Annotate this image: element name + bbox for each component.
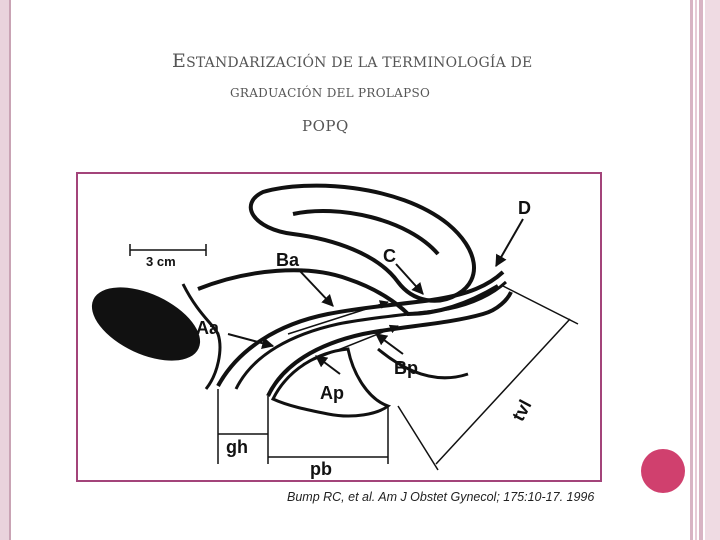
label-C: C <box>383 246 396 266</box>
citation: Bump RC, et al. Am J Obstet Gynecol; 175… <box>287 490 595 504</box>
tvl-dimension <box>435 318 571 465</box>
label-pb: pb <box>310 459 332 479</box>
label-Aa: Aa <box>196 318 220 338</box>
pubic-bone <box>91 287 201 361</box>
label-Ap: Ap <box>320 383 344 403</box>
C-pointer <box>395 263 424 295</box>
vaginal-tube-lower <box>234 280 508 390</box>
label-scale: 3 cm <box>146 254 176 269</box>
D-pointer <box>495 218 524 268</box>
Ba-pointer <box>297 268 334 307</box>
rectum-shape <box>270 347 392 418</box>
popq-diagram: D C Ba Aa Bp Ap tvl gh pb 3 cm <box>91 183 579 479</box>
inner-arrow-lower <box>302 324 399 365</box>
left-decor-bar <box>0 0 9 540</box>
label-Ba: Ba <box>276 250 300 270</box>
slide-title-line3: POPQ <box>302 117 349 135</box>
posterior-wall <box>266 291 513 397</box>
tvl-ext-upper <box>502 285 579 325</box>
perineum-curve <box>377 347 469 380</box>
Bp-pointer <box>375 333 404 355</box>
right-decor-bars <box>690 0 720 540</box>
Ap-pointer <box>315 355 341 375</box>
slide-title-line1: ESTANDARIZACIÓN DE LA TERMINOLOGÍA DE <box>172 50 533 72</box>
label-tvl: tvl <box>508 396 536 424</box>
label-Bp: Bp <box>394 358 418 378</box>
label-D: D <box>518 198 531 218</box>
Aa-pointer <box>227 333 275 350</box>
popq-diagram-frame: D C Ba Aa Bp Ap tvl gh pb 3 cm <box>76 172 602 482</box>
label-gh: gh <box>226 437 248 457</box>
tvl-ext-lower <box>397 405 439 471</box>
inner-arrow-upper <box>287 300 389 335</box>
uterus-inner <box>292 209 440 256</box>
labia-line <box>181 283 222 390</box>
slide-title-line2: GRADUACIÓN DEL PROLAPSO <box>230 86 431 100</box>
left-decor-line <box>9 0 11 540</box>
accent-dot <box>641 449 685 493</box>
